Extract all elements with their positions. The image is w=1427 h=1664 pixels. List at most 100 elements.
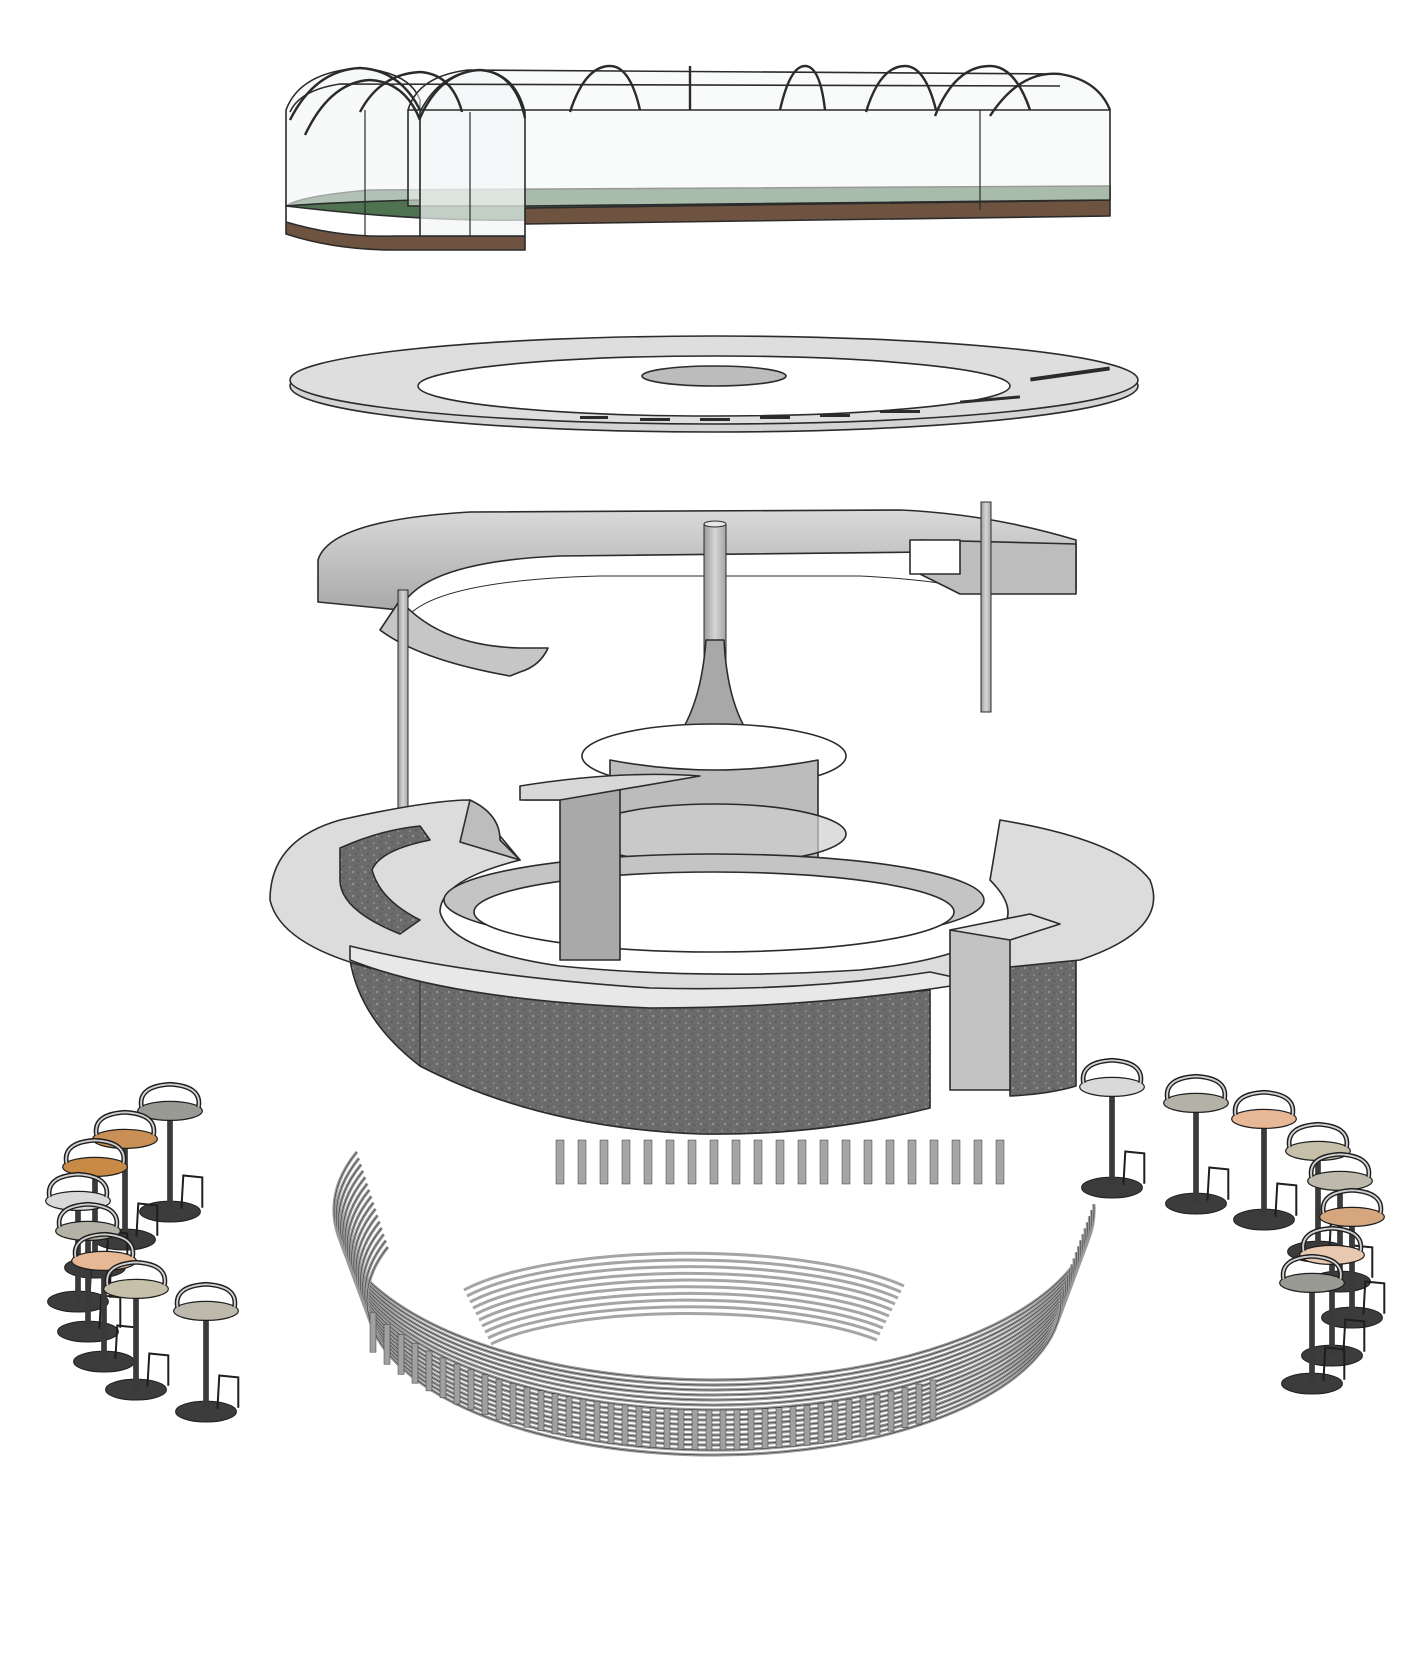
stool-post [1349, 1215, 1355, 1318]
stool-footrest [1274, 1182, 1298, 1217]
cladding-tooth [453, 1363, 461, 1405]
slatted-cladding-ring [332, 1139, 1096, 1457]
cladding-top-tooth [951, 1139, 961, 1185]
cladding-top-tooth [819, 1139, 829, 1185]
cladding-top-tooth [841, 1139, 851, 1185]
spiral-shelf-lip [379, 599, 549, 677]
cladding-tooth [537, 1390, 545, 1431]
cladding-top-tooth [731, 1139, 741, 1185]
central-mast-top [703, 520, 727, 528]
bar-stool [1299, 1225, 1366, 1367]
greenhouse-canopy [285, 64, 1112, 251]
cladding-tooth [775, 1407, 783, 1448]
cladding-top-tooth [687, 1139, 697, 1185]
cladding-inner-slat [487, 1305, 881, 1340]
roof-disc-vents [580, 366, 1110, 421]
stool-seat [1279, 1272, 1345, 1294]
cladding-tooth [607, 1403, 615, 1444]
cladding-top-tooth [599, 1139, 609, 1185]
cladding-top-tooth [555, 1139, 565, 1185]
counter-inner-lip [339, 825, 431, 935]
central-bar-counter [269, 773, 1155, 1135]
greenhouse-mullions [364, 110, 981, 236]
cladding-inner-slat [472, 1271, 896, 1310]
counter-right-pedestal-top [949, 913, 1061, 941]
stool-seat [173, 1300, 239, 1322]
cladding-tooth [747, 1409, 755, 1450]
counter-left-back-panel [459, 799, 521, 861]
cladding-tooth [565, 1396, 573, 1437]
cladding-tooth [761, 1408, 769, 1449]
stool-footrest [1122, 1150, 1146, 1185]
cladding-tooth [691, 1409, 699, 1450]
stool-post [122, 1137, 128, 1240]
cladding-tooth [873, 1393, 881, 1435]
cladding-top-tooth [665, 1139, 675, 1185]
cladding-tooth [733, 1409, 741, 1451]
cladding-tooth [523, 1386, 531, 1428]
stool-footrest [146, 1352, 170, 1387]
cladding-tooth [551, 1393, 559, 1435]
cladding-top-tooth [973, 1139, 983, 1185]
cladding-tooth [495, 1378, 503, 1420]
cladding-tooth [719, 1409, 727, 1451]
stool-backrest-highlight [176, 1283, 236, 1308]
counter-back-shelf [519, 773, 701, 801]
bar-stool [1163, 1073, 1230, 1215]
cladding-top-tooth [863, 1139, 873, 1185]
stool-backrest-highlight [1234, 1091, 1294, 1116]
cladding-top-tooth [709, 1139, 719, 1185]
stool-post [85, 1229, 91, 1332]
cladding-tooth [481, 1374, 489, 1415]
stool-backrest-highlight [74, 1233, 134, 1258]
cladding-inner-slat [475, 1278, 893, 1316]
stool-seat [1319, 1206, 1385, 1228]
cladding-top-tooth [643, 1139, 653, 1185]
cladding-tooth [663, 1408, 671, 1449]
cladding-tooth [901, 1387, 909, 1428]
greenhouse-soil-band [285, 205, 526, 251]
bar-stool [1231, 1089, 1298, 1231]
stool-seat [1231, 1108, 1297, 1130]
bar-stool [1319, 1187, 1386, 1329]
counter-granite-right [1009, 937, 1077, 1097]
spiral-inner-ring [411, 575, 971, 613]
cladding-inner-slat [478, 1285, 890, 1322]
stool-footrest [1342, 1318, 1366, 1353]
stool-backrest-highlight [58, 1203, 118, 1228]
cladding-top-tooth [929, 1139, 939, 1185]
bar-stool [103, 1259, 170, 1401]
stool-backrest-highlight [1302, 1227, 1362, 1252]
cladding-tooth [803, 1404, 811, 1446]
stool-footrest [1362, 1280, 1386, 1315]
stool-seat [71, 1250, 137, 1272]
cladding-top-tooth [797, 1139, 807, 1185]
stool-seat [1299, 1244, 1365, 1266]
stool-footrest [180, 1174, 204, 1209]
cladding-tooth [929, 1379, 937, 1421]
cladding-tooth [621, 1404, 629, 1446]
cladding-top-tooth [621, 1139, 631, 1185]
greenhouse-ribs [288, 64, 1112, 136]
cladding-tooth [677, 1408, 685, 1450]
cladding-inner-slat [466, 1258, 902, 1298]
stool-post [133, 1287, 139, 1390]
cladding-tooth [705, 1409, 713, 1451]
cladding-top-tooth [577, 1139, 587, 1185]
stool-post [1315, 1149, 1321, 1252]
cladding-top-tooth [995, 1139, 1005, 1185]
stool-post [92, 1165, 98, 1268]
roof-disc [289, 335, 1139, 433]
cladding-tooth [411, 1342, 419, 1384]
counter-right-pedestal [949, 927, 1011, 1091]
cladding-inner-slat [484, 1298, 884, 1334]
stool-seat [103, 1278, 169, 1300]
greenhouse-glass-left [285, 67, 421, 207]
cladding-tooth [789, 1406, 797, 1447]
stool-backrest-highlight [48, 1173, 108, 1198]
cladding-top-tooth [907, 1139, 917, 1185]
cladding-inner-slat [463, 1251, 905, 1292]
cladding-tooth [635, 1406, 643, 1447]
